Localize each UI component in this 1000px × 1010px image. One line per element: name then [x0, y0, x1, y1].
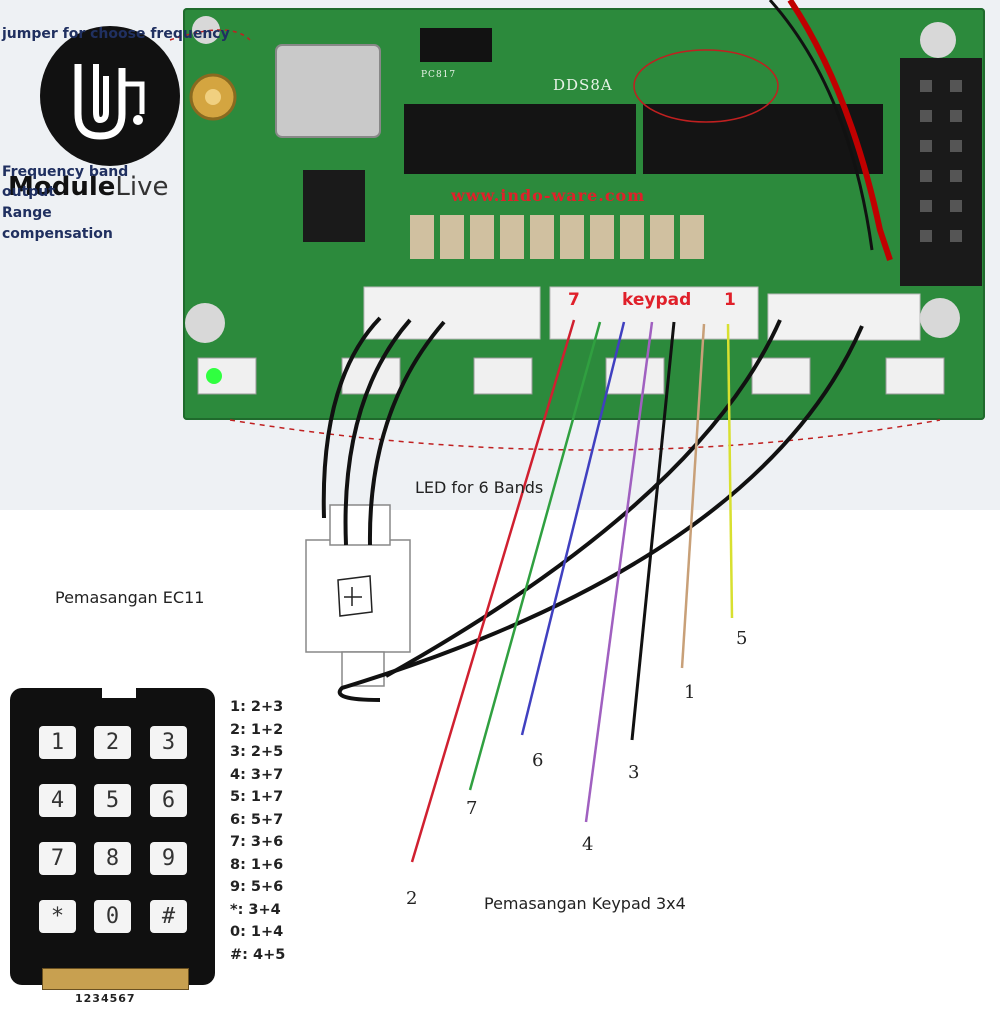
key-7: 7 — [39, 842, 76, 875]
key-0: 0 — [94, 900, 131, 933]
wire-label-4: 4 — [582, 834, 594, 855]
wire-label-2: 2 — [406, 888, 418, 909]
key-8: 8 — [94, 842, 131, 875]
led-lit — [206, 368, 222, 384]
board-site-label: www.indo-ware.com — [451, 186, 646, 205]
ec11-label: Pemasangan EC11 — [55, 588, 205, 607]
key-map-item: 0: 1+4 — [230, 924, 284, 940]
key-map-item: 9: 5+6 — [230, 879, 284, 895]
keypad-connector — [549, 286, 759, 340]
optocoupler-chip — [420, 28, 492, 62]
keypad-ribbon-connector — [42, 968, 189, 990]
keypad-pin-numbers: 1234567 — [75, 992, 136, 1005]
keypad-header-label: keypad — [622, 290, 692, 310]
band-note-4: compensation — [2, 226, 113, 242]
optocoupler-label: PC817 — [421, 70, 457, 80]
oscillator-can — [275, 44, 381, 138]
key-map-item: 4: 3+7 — [230, 766, 284, 783]
key-map-item: 5: 1+7 — [230, 789, 284, 805]
board-components — [169, 0, 982, 451]
keypad-pin1-label: 1 — [724, 290, 736, 310]
key-map-item: 8: 1+6 — [230, 856, 284, 873]
band-leds — [197, 357, 945, 395]
wire-5-yellow — [726, 323, 734, 619]
wire-3-black — [630, 321, 676, 741]
key-map-item: *: 3+4 — [230, 901, 281, 918]
wire-6-blue — [520, 321, 626, 736]
keypad-3x4: 1 2 3 4 5 6 7 8 9 * 0 # — [10, 688, 215, 985]
key-hash: # — [150, 900, 187, 933]
wire-7-green — [468, 321, 602, 791]
key-map-item: 6: 5+7 — [230, 811, 284, 828]
band-note-3: Range — [2, 205, 52, 221]
band-note-1: Frequency band — [2, 164, 129, 180]
mcu-chip-right — [643, 104, 883, 174]
key-2: 2 — [94, 726, 131, 759]
key-map-item: 2: 1+2 — [230, 721, 284, 738]
wire-1-tan — [680, 323, 706, 669]
wire-label-5: 5 — [736, 628, 748, 649]
wire-label-1: 1 — [684, 682, 696, 703]
wire-label-7: 7 — [466, 798, 478, 819]
key-5: 5 — [94, 784, 131, 817]
key-map-item: 3: 2+5 — [230, 744, 284, 760]
key-4: 4 — [39, 784, 76, 817]
key-map-item: #: 4+5 — [230, 946, 286, 963]
leds-label: LED for 6 Bands — [415, 478, 544, 497]
board-model-label: DDS8A — [553, 76, 613, 94]
key-star: * — [39, 900, 76, 933]
key-9: 9 — [150, 842, 187, 875]
logo-wordmark: ModuleLive — [8, 172, 169, 202]
key-6: 6 — [150, 784, 187, 817]
key-map-item: 7: 3+6 — [230, 834, 284, 850]
idc-header — [900, 58, 982, 286]
dds-chip — [303, 170, 365, 242]
mcu-chip-left — [404, 104, 636, 174]
key-map-list: 1: 2+3 2: 1+2 3: 2+5 4: 3+7 5: 1+7 6: 5+… — [230, 696, 285, 966]
key-3: 3 — [150, 726, 187, 759]
key-map-item: 1: 2+3 — [230, 699, 284, 715]
modulelive-logo-icon — [40, 26, 180, 166]
wire-4-purple — [584, 321, 654, 823]
keypad-pin7-label: 7 — [568, 290, 580, 310]
resistor-row — [410, 215, 704, 259]
wire-2-red — [410, 319, 576, 863]
wire-label-3: 3 — [628, 762, 640, 783]
keypad-title: Pemasangan Keypad 3x4 — [484, 894, 686, 913]
key-1: 1 — [39, 726, 76, 759]
ec11-encoder — [305, 539, 411, 653]
aux-connector — [767, 293, 921, 341]
wire-label-6: 6 — [532, 750, 544, 771]
ec11-connector — [363, 286, 541, 340]
band-note-2: output — [2, 184, 55, 200]
ec11-knob-icon — [337, 575, 373, 617]
jumper-note: jumper for choose frequency — [2, 26, 230, 42]
